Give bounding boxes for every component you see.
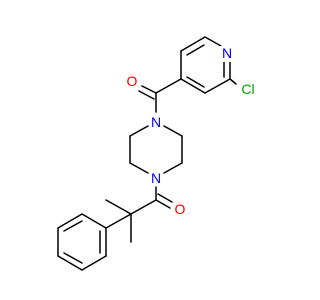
bond: [105, 213, 132, 229]
bond: [105, 199, 132, 215]
bond: [141, 85, 157, 94]
lower-oxygen-label: O: [175, 201, 186, 217]
upper-carbonyl: [138, 78, 182, 113]
piperazine-nitrogen-bottom-label: N: [151, 170, 161, 186]
bond: [138, 90, 155, 100]
bond: [63, 220, 83, 232]
bond: [155, 78, 182, 94]
bond: [180, 78, 206, 94]
bond: [57, 255, 83, 271]
bond: [157, 193, 173, 203]
bond: [229, 78, 237, 85]
bond: [63, 252, 83, 264]
bond: [204, 36, 222, 47]
bond: [57, 213, 83, 229]
bond: [186, 44, 205, 56]
piperazine-nitrogen-top-label: N: [151, 114, 161, 130]
bond: [129, 125, 149, 137]
bond: [186, 76, 205, 88]
bond: [163, 125, 183, 137]
bond: [130, 199, 157, 215]
bond: [129, 162, 149, 174]
piperazine-ring: [129, 125, 183, 174]
molecule-structure: N Cl O N N O: [57, 36, 255, 271]
lower-carbonyl: [105, 186, 173, 243]
atom-labels: N Cl O N N O: [127, 45, 255, 217]
phenyl-ring: [57, 213, 107, 271]
pyridine-nitrogen-label: N: [222, 45, 232, 61]
bond: [155, 199, 171, 209]
bond: [180, 36, 206, 52]
pyridine-ring: [180, 36, 237, 94]
bond: [81, 213, 107, 229]
bond: [204, 78, 231, 94]
bond: [163, 162, 183, 174]
upper-oxygen-label: O: [127, 73, 138, 89]
chlorine-label: Cl: [241, 81, 254, 97]
bond: [81, 255, 107, 271]
